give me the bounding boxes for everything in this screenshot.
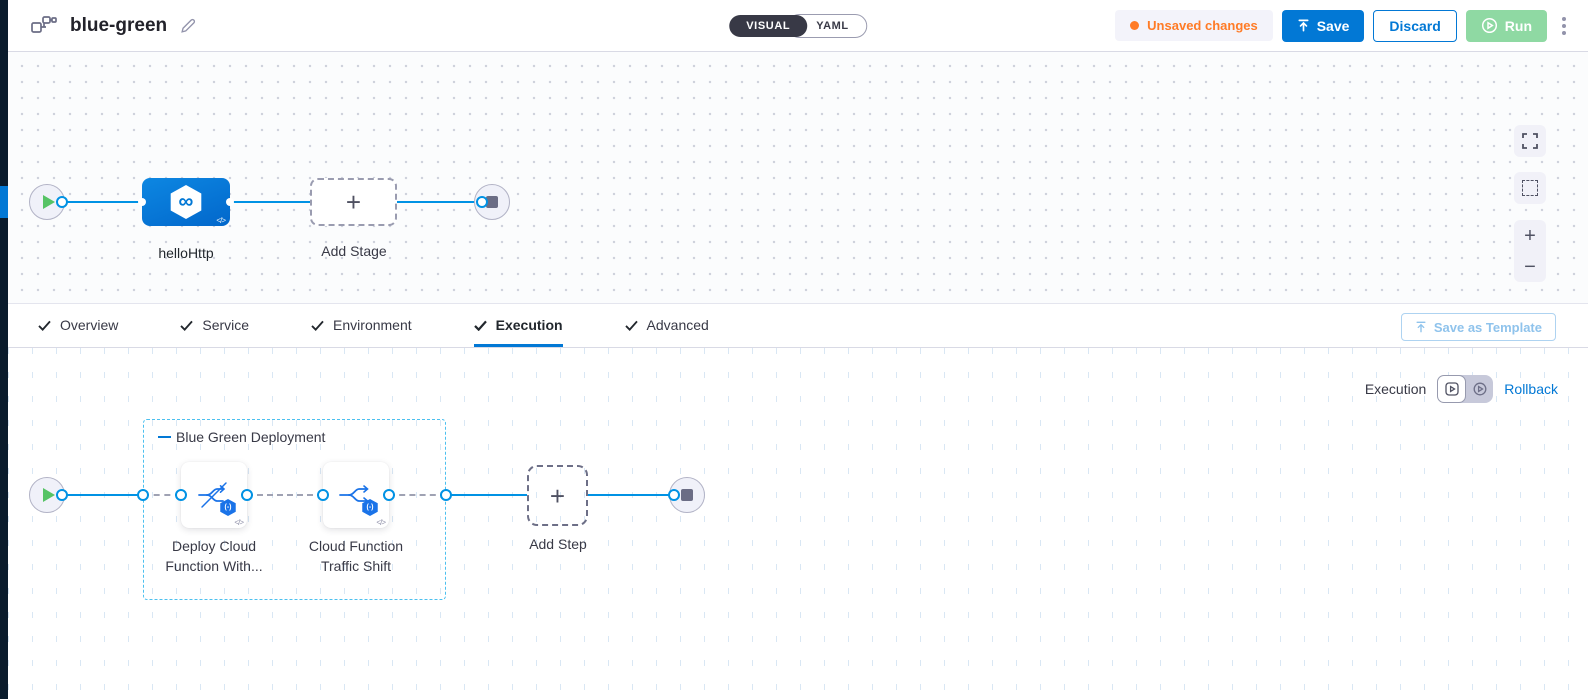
connector-port[interactable]	[476, 196, 488, 208]
edit-title-icon[interactable]	[179, 17, 197, 35]
check-icon	[473, 320, 487, 331]
connector-port[interactable]	[317, 489, 329, 501]
connector-line	[446, 494, 527, 496]
discard-button[interactable]: Discard	[1373, 9, 1457, 42]
add-stage-label: Add Stage	[321, 243, 387, 259]
step-label: Cloud Function Traffic Shift	[308, 538, 404, 574]
connector-port[interactable]	[137, 489, 149, 501]
discard-label: Discard	[1389, 17, 1441, 34]
add-step-label: Add Step	[529, 536, 587, 552]
add-stage-button[interactable]: +	[310, 178, 397, 226]
check-icon	[38, 320, 51, 331]
fullscreen-icon	[1522, 133, 1538, 149]
tab-service[interactable]: Service	[180, 304, 249, 347]
step-label: Deploy Cloud Function With...	[165, 538, 263, 574]
start-play-icon	[42, 488, 55, 502]
stop-square-icon	[681, 489, 693, 501]
marquee-select-icon	[1522, 180, 1538, 196]
code-badge-icon: </>	[234, 518, 244, 527]
connector-port[interactable]	[175, 489, 187, 501]
connector-line	[397, 201, 481, 203]
page-title: blue-green	[70, 14, 168, 36]
connector-line	[62, 201, 144, 203]
step-deploy-cloud-function[interactable]: (-) </>	[181, 462, 247, 528]
rollback-link[interactable]: Rollback	[1504, 381, 1558, 397]
select-region-button[interactable]	[1514, 172, 1546, 204]
stage-tabbar: Overview Service Environment Execution A…	[8, 303, 1588, 348]
more-options-icon[interactable]	[1556, 13, 1572, 39]
connector-line	[62, 494, 143, 496]
dashed-connector	[143, 494, 181, 496]
connector-line	[588, 494, 674, 496]
left-nav-highlight	[0, 186, 8, 218]
unsaved-dot-icon	[1130, 21, 1140, 30]
unsaved-changes-label: Unsaved changes	[1147, 18, 1258, 33]
step-group-label: Blue Green Deployment	[158, 429, 325, 445]
dashed-connector	[389, 494, 446, 496]
zoom-out-button[interactable]: −	[1524, 255, 1536, 278]
run-label: Run	[1504, 17, 1532, 34]
cloud-functions-badge-icon: (-)	[362, 499, 378, 516]
check-icon	[180, 320, 194, 331]
check-icon	[311, 320, 324, 331]
stage-port-left	[138, 198, 146, 206]
code-badge-icon: </>	[376, 518, 386, 527]
start-play-icon	[42, 195, 55, 209]
left-nav-strip[interactable]	[0, 0, 8, 699]
tab-overview[interactable]: Overview	[38, 304, 118, 347]
execution-mode-label: Execution	[1364, 381, 1427, 397]
add-step-button[interactable]: +	[527, 465, 588, 526]
execution-rollback-toggle[interactable]	[1437, 375, 1494, 403]
step-cloud-function-traffic-shift[interactable]: (-) </>	[323, 462, 389, 528]
play-circle-icon	[1481, 17, 1498, 34]
fullscreen-button[interactable]	[1514, 125, 1546, 157]
stage-node-hellohttp[interactable]: ∞ </>	[138, 178, 234, 226]
save-as-template-label: Save as Template	[1433, 319, 1542, 335]
tab-advanced[interactable]: Advanced	[624, 304, 709, 347]
stage-port-right	[226, 198, 234, 206]
save-as-template-button[interactable]: Save as Template	[1400, 313, 1556, 341]
header: blue-green VISUAL YAML Unsaved changes	[8, 0, 1588, 52]
connector-port[interactable]	[56, 196, 68, 208]
plus-icon: +	[549, 480, 566, 511]
stop-square-icon	[486, 196, 498, 208]
upload-icon	[1415, 321, 1427, 333]
connector-port[interactable]	[383, 489, 395, 501]
upload-icon	[1297, 19, 1310, 32]
deploy-traffic-icon	[194, 480, 234, 510]
dashed-connector	[247, 494, 323, 496]
zoom-in-button[interactable]: +	[1524, 224, 1536, 247]
cloud-functions-badge-icon: (-)	[220, 499, 236, 516]
save-button[interactable]: Save	[1281, 9, 1365, 42]
unsaved-changes-badge: Unsaved changes	[1115, 10, 1273, 41]
stage-type-icon: ∞	[170, 185, 202, 219]
connector-port[interactable]	[56, 489, 68, 501]
execution-mode-row: Execution Rollback	[1365, 375, 1558, 403]
plus-icon: +	[345, 187, 362, 217]
connector-port[interactable]	[241, 489, 253, 501]
save-label: Save	[1316, 17, 1350, 34]
code-badge-icon: </>	[216, 216, 226, 225]
tab-execution[interactable]: Execution	[473, 304, 563, 347]
tab-environment[interactable]: Environment	[311, 304, 412, 347]
check-icon	[624, 320, 638, 331]
stage-name-label: helloHttp	[158, 245, 214, 261]
connector-port[interactable]	[440, 489, 452, 501]
rollback-mode-icon[interactable]	[1466, 382, 1493, 396]
visual-yaml-toggle: VISUAL YAML	[729, 13, 867, 38]
execution-mode-icon[interactable]	[1437, 375, 1467, 403]
zoom-controls: + −	[1514, 220, 1546, 282]
traffic-shift-icon	[336, 480, 376, 510]
pipeline-icon	[30, 15, 58, 37]
stage-canvas[interactable]: ∞ </> helloHttp + Add Stage + −	[8, 52, 1588, 303]
step-group-blue-green[interactable]: Blue Green Deployment	[143, 419, 446, 600]
connector-line	[230, 201, 310, 203]
execution-canvas[interactable]: Execution Rollback	[8, 348, 1588, 699]
collapse-dash-icon[interactable]	[158, 436, 171, 438]
toggle-visual[interactable]: VISUAL	[729, 14, 808, 37]
connector-port[interactable]	[668, 489, 680, 501]
run-button[interactable]: Run	[1465, 9, 1547, 42]
